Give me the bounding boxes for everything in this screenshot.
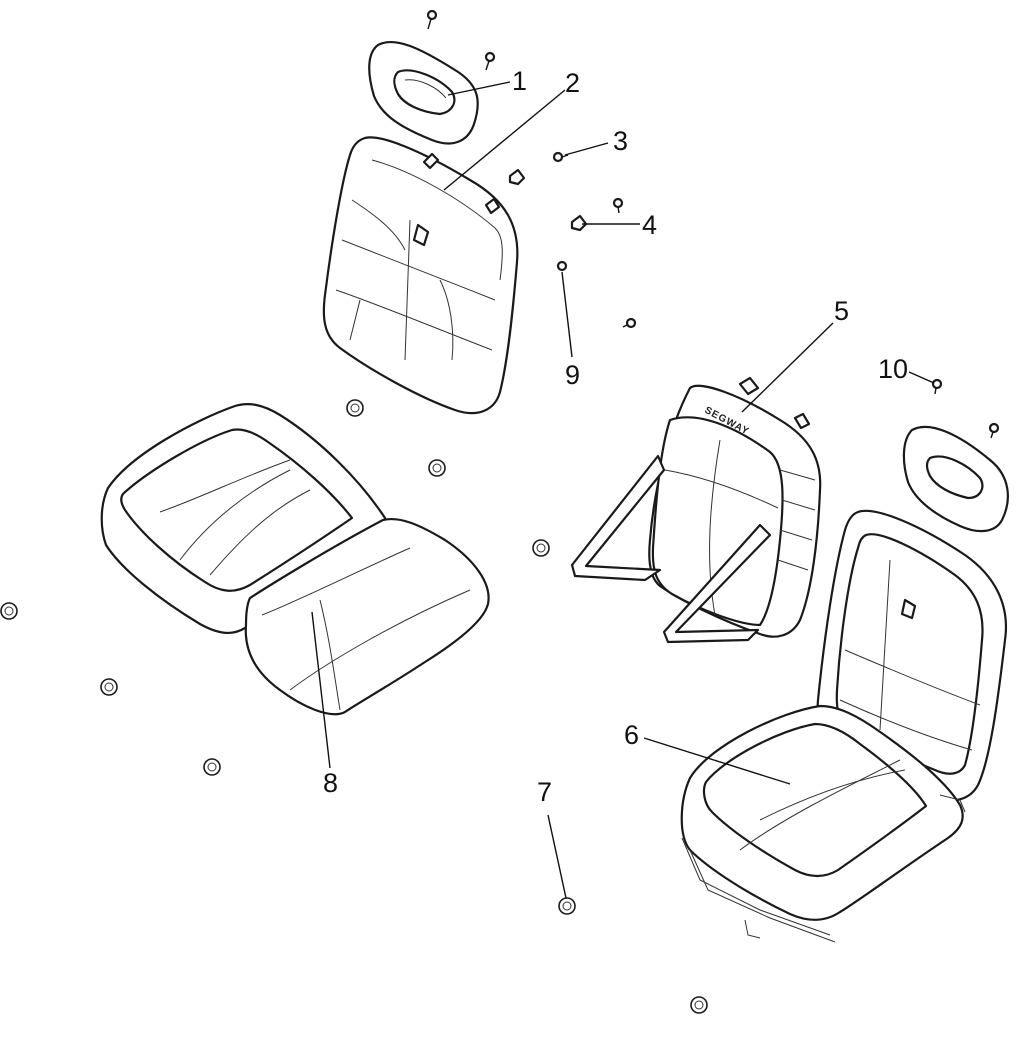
leader-line-5 <box>741 322 834 413</box>
leader-line-1 <box>447 81 511 96</box>
screw <box>622 317 637 329</box>
screw <box>426 9 438 30</box>
nut <box>532 539 550 557</box>
nut <box>690 996 708 1014</box>
nut <box>558 897 576 915</box>
backrest-upper <box>322 136 519 415</box>
folding-seat-with-straps: SEGWAY <box>570 376 822 644</box>
callout-7: 7 <box>537 777 552 807</box>
nut <box>428 459 446 477</box>
leader-line-10 <box>908 371 935 384</box>
screw <box>552 151 569 163</box>
leader-line-7 <box>547 814 567 899</box>
callout-8: 8 <box>323 768 338 798</box>
leader-line-8 <box>311 611 331 769</box>
headrest-right <box>902 425 1009 533</box>
callout-6: 6 <box>624 720 639 750</box>
callout-10: 10 <box>878 354 908 384</box>
clip <box>570 214 588 232</box>
callout-5: 5 <box>834 296 849 326</box>
nut <box>203 758 221 776</box>
callout-2: 2 <box>565 68 580 98</box>
leader-line-3 <box>564 142 609 156</box>
callout-1: 1 <box>512 66 527 96</box>
leader-line-6 <box>643 737 791 785</box>
screw <box>612 197 624 214</box>
nut <box>346 399 364 417</box>
screw <box>988 422 1000 439</box>
screw <box>556 260 568 272</box>
callout-9: 9 <box>565 360 580 390</box>
leader-line-9 <box>561 271 573 358</box>
callout-3: 3 <box>613 126 628 156</box>
headrest-upper <box>368 40 479 145</box>
bench-cushion-left <box>100 403 490 716</box>
screw <box>931 378 943 395</box>
clip <box>508 168 526 186</box>
leader-line-2 <box>443 89 566 191</box>
nut <box>0 602 18 620</box>
complete-seat-right <box>680 509 1007 943</box>
callout-4: 4 <box>642 210 657 240</box>
screw <box>484 51 496 71</box>
nut <box>100 678 118 696</box>
